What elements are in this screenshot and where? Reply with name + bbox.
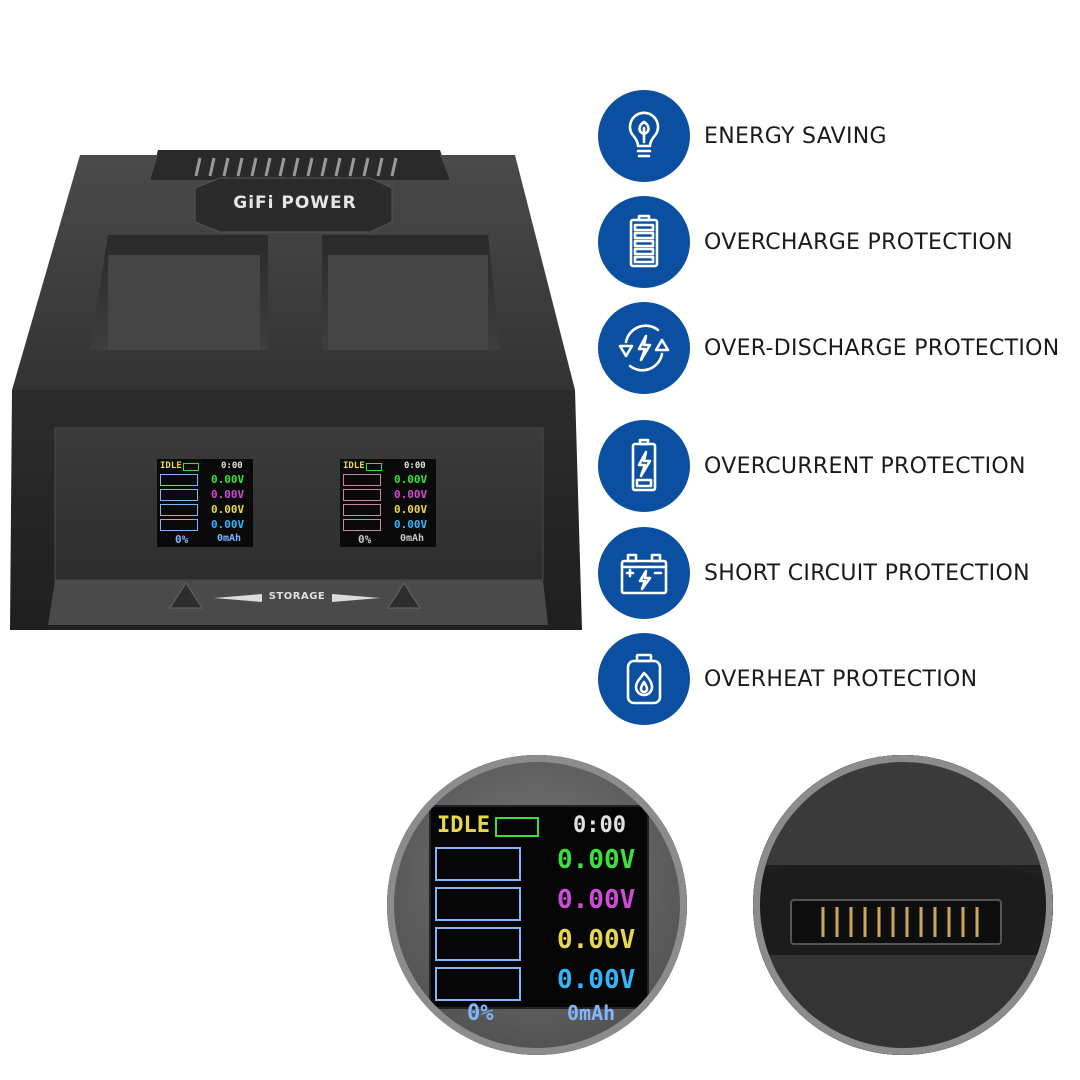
lcd-time: 0:00 xyxy=(404,461,426,471)
lcd-cell-1 xyxy=(160,474,198,486)
lcd-battery-icon xyxy=(366,463,382,471)
charger-body xyxy=(10,150,582,630)
charger-product-photo: GiFi POWER STORAGE IDLE 0:00 0.00V 0.00V… xyxy=(0,0,590,660)
lcd-voltage-1: 0.00V xyxy=(394,473,428,486)
connector-pins xyxy=(753,755,1053,1055)
lcd-cell-1 xyxy=(343,474,381,486)
zoom-lcd-screen: IDLE 0:00 0.00V 0.00V 0.00V 0.00V 0% 0mA… xyxy=(429,805,649,1026)
feature-short-circuit-protection: SHORT CIRCUIT PROTECTION xyxy=(598,527,1078,619)
lcd-time: 0:00 xyxy=(221,461,243,471)
cycle-bolt-icon xyxy=(598,302,690,394)
battery-bolt-icon xyxy=(598,420,690,512)
lcd-voltage-4: 0.00V xyxy=(394,518,428,531)
lcd-capacity: 0mAh xyxy=(217,533,242,544)
lcd-cell-3 xyxy=(343,504,381,516)
lcd-voltage-3: 0.00V xyxy=(394,503,428,516)
lcd-percent: 0% xyxy=(358,533,372,546)
zoom-lcd-detail: IDLE 0:00 0.00V 0.00V 0.00V 0.00V 0% 0mA… xyxy=(387,755,687,1055)
lcd-status: IDLE xyxy=(437,813,490,838)
lcd-percent: 0% xyxy=(175,533,189,546)
lcd-screen-right: IDLE 0:00 0.00V 0.00V 0.00V 0.00V 0% 0mA… xyxy=(340,459,436,547)
feature-overcurrent-protection: OVERCURRENT PROTECTION xyxy=(598,420,1078,512)
lcd-voltage-2: 0.00V xyxy=(394,488,428,501)
lcd-battery-icon xyxy=(183,463,199,471)
feature-overheat-protection: OVERHEAT PROTECTION xyxy=(598,633,1078,725)
feature-over-discharge-protection: OVER-DISCHARGE PROTECTION xyxy=(598,302,1078,394)
lcd-capacity: 0mAh xyxy=(400,533,425,544)
lcd-cell-2 xyxy=(343,489,381,501)
lcd-cell-1 xyxy=(435,847,521,881)
lcd-voltage-1: 0.00V xyxy=(211,473,245,486)
brand-logo: GiFi POWER xyxy=(233,193,357,213)
feature-label: SHORT CIRCUIT PROTECTION xyxy=(704,560,1030,586)
feature-label: OVERCURRENT PROTECTION xyxy=(704,453,1026,479)
lcd-time: 0:00 xyxy=(573,813,626,838)
feature-label: OVER-DISCHARGE PROTECTION xyxy=(704,335,1060,361)
lightbulb-leaf-icon xyxy=(598,90,690,182)
lcd-cell-3 xyxy=(435,927,521,961)
battery-full-icon xyxy=(598,196,690,288)
lcd-voltage-4: 0.00V xyxy=(557,965,636,995)
lcd-voltage-1: 0.00V xyxy=(557,845,636,875)
lcd-status: IDLE xyxy=(160,461,182,471)
lcd-cell-4 xyxy=(435,967,521,1001)
lcd-voltage-4: 0.00V xyxy=(211,518,245,531)
lcd-cell-3 xyxy=(160,504,198,516)
lcd-status: IDLE xyxy=(343,461,365,471)
lcd-voltage-2: 0.00V xyxy=(557,885,636,915)
feature-overcharge-protection: OVERCHARGE PROTECTION xyxy=(598,196,1078,288)
lcd-battery-icon xyxy=(495,817,539,837)
lcd-cell-2 xyxy=(435,887,521,921)
feature-energy-saving: ENERGY SAVING xyxy=(598,90,1078,182)
lcd-voltage-2: 0.00V xyxy=(211,488,245,501)
lcd-cell-4 xyxy=(343,519,381,531)
feature-label: OVERHEAT PROTECTION xyxy=(704,666,978,692)
lcd-voltage-3: 0.00V xyxy=(557,925,636,955)
lcd-cell-2 xyxy=(160,489,198,501)
lcd-percent: 0% xyxy=(467,1001,494,1026)
feature-label: OVERCHARGE PROTECTION xyxy=(704,229,1013,255)
zoom-connector-detail xyxy=(753,755,1053,1055)
lcd-capacity: 0mAh xyxy=(567,1001,616,1025)
feature-label: ENERGY SAVING xyxy=(704,123,887,149)
car-battery-bolt-icon xyxy=(598,527,690,619)
battery-flame-icon xyxy=(598,633,690,725)
lcd-screen-left: IDLE 0:00 0.00V 0.00V 0.00V 0.00V 0% 0mA… xyxy=(157,459,253,547)
storage-label: STORAGE xyxy=(268,591,326,602)
lcd-voltage-3: 0.00V xyxy=(211,503,245,516)
lcd-cell-4 xyxy=(160,519,198,531)
